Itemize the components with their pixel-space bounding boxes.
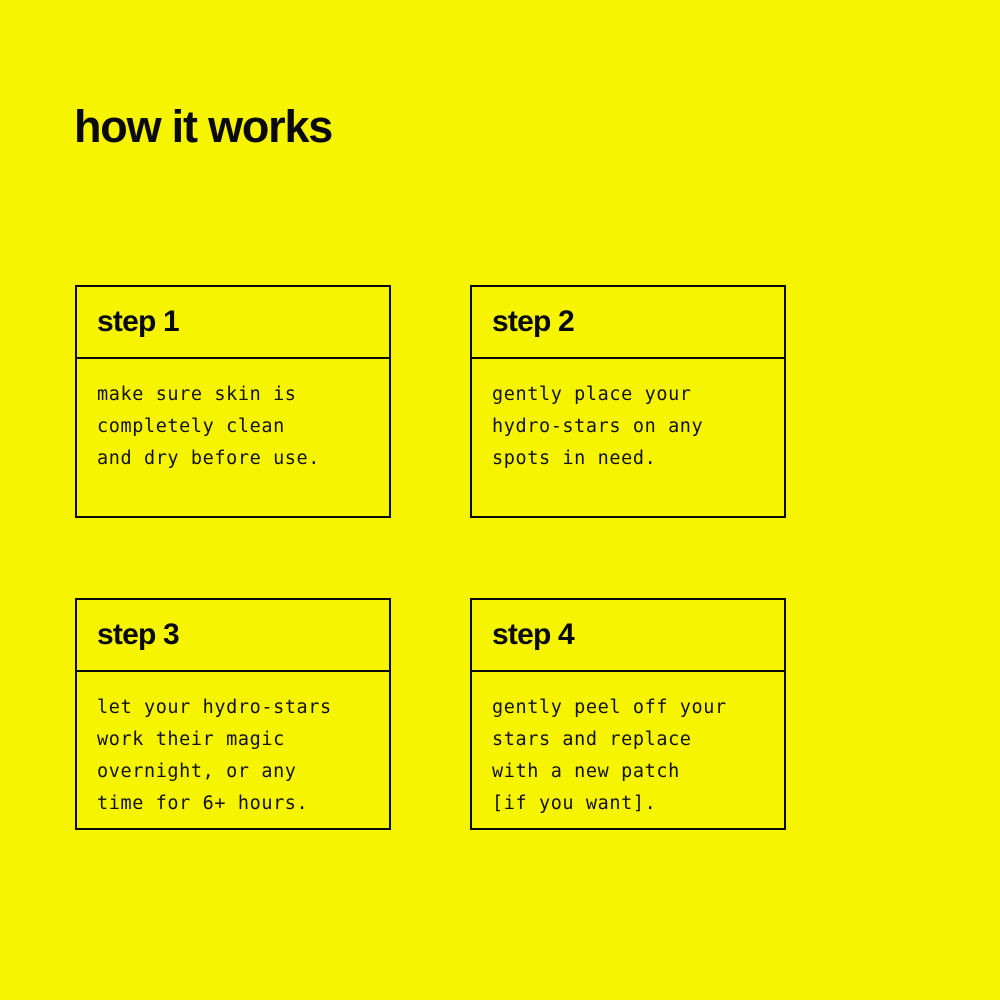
step-card-4-line-1: gently peel off your — [492, 697, 727, 718]
step-card-3-line-2: work their magic — [97, 729, 285, 750]
step-card-2-title: step 2 — [492, 305, 575, 338]
page-title: how it works — [74, 101, 333, 152]
step-card-3-header: step 3 — [77, 600, 389, 672]
step-card-2-header: step 2 — [472, 287, 784, 359]
step-card-3-body: let your hydro-stars work their magic ov… — [77, 672, 389, 828]
steps-grid: step 1 make sure skin is completely clea… — [75, 285, 786, 830]
step-card-1-title: step 1 — [97, 305, 180, 338]
step-card-3: step 3 let your hydro-stars work their m… — [75, 598, 391, 830]
step-card-4-line-2: stars and replace — [492, 729, 692, 750]
step-card-4-line-4: [if you want]. — [492, 793, 657, 814]
step-card-4-title: step 4 — [492, 618, 575, 651]
step-card-3-line-1: let your hydro-stars — [97, 697, 332, 718]
step-card-1-line-1: make sure skin is — [97, 384, 297, 405]
step-card-1-line-2: completely clean — [97, 416, 285, 437]
step-card-2-line-3: spots in need. — [492, 448, 657, 469]
step-card-1-header: step 1 — [77, 287, 389, 359]
step-card-1-body: make sure skin is completely clean and d… — [77, 359, 389, 516]
step-card-2-body: gently place your hydro-stars on any spo… — [472, 359, 784, 516]
step-card-2: step 2 gently place your hydro-stars on … — [470, 285, 786, 518]
step-card-3-line-4: time for 6+ hours. — [97, 793, 309, 814]
step-card-4-header: step 4 — [472, 600, 784, 672]
step-card-3-title: step 3 — [97, 618, 180, 651]
step-card-4: step 4 gently peel off your stars and re… — [470, 598, 786, 830]
step-card-2-line-2: hydro-stars on any — [492, 416, 704, 437]
step-card-2-line-1: gently place your — [492, 384, 692, 405]
step-card-3-line-3: overnight, or any — [97, 761, 297, 782]
step-card-4-body: gently peel off your stars and replace w… — [472, 672, 784, 828]
step-card-1: step 1 make sure skin is completely clea… — [75, 285, 391, 518]
step-card-4-line-3: with a new patch — [492, 761, 680, 782]
step-card-1-line-3: and dry before use. — [97, 448, 321, 469]
